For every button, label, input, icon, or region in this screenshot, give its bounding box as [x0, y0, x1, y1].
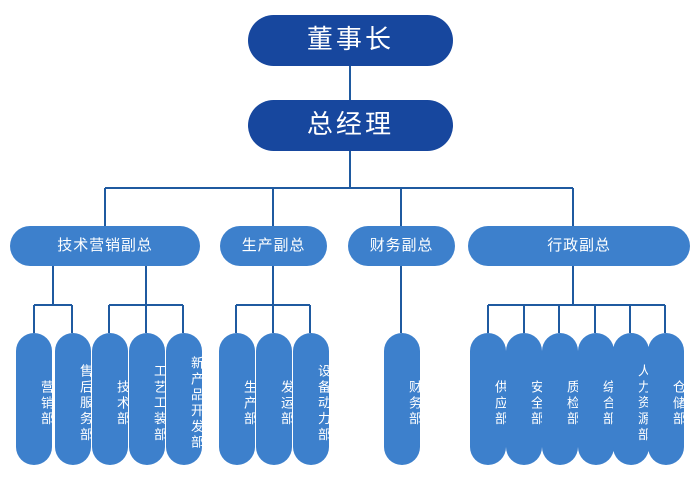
node-dept-technology[interactable]: 技术部	[92, 333, 129, 465]
node-dept-safety[interactable]: 安全部	[506, 333, 543, 465]
node-dept-equipment-power[interactable]: 设备动力部	[293, 333, 330, 465]
node-dept-finance[interactable]: 财务部	[384, 333, 421, 465]
node-dept-process-tooling[interactable]: 工艺工装部	[129, 333, 166, 465]
node-general-manager[interactable]: 总经理	[248, 100, 453, 151]
node-dept-quality-inspection[interactable]: 质检部	[542, 333, 579, 465]
node-dept-after-sales-service[interactable]: 售后服务部	[55, 333, 92, 465]
node-dept-supply[interactable]: 供应部	[470, 333, 507, 465]
node-chairman[interactable]: 董事长	[248, 15, 453, 66]
node-dept-general-affairs[interactable]: 综合部	[578, 333, 615, 465]
node-vp-finance[interactable]: 财务副总	[348, 226, 455, 266]
node-dept-new-product-development[interactable]: 新产品开发部	[166, 333, 203, 465]
node-vp-tech-marketing[interactable]: 技术营销副总	[10, 226, 200, 266]
node-dept-warehousing[interactable]: 仓储部	[648, 333, 685, 465]
node-dept-shipping[interactable]: 发运部	[256, 333, 293, 465]
node-dept-marketing[interactable]: 营销部	[16, 333, 53, 465]
node-dept-production[interactable]: 生产部	[219, 333, 256, 465]
node-vp-administration[interactable]: 行政副总	[468, 226, 690, 266]
node-dept-human-resources[interactable]: 人力资源部	[613, 333, 650, 465]
node-vp-production[interactable]: 生产副总	[220, 226, 327, 266]
